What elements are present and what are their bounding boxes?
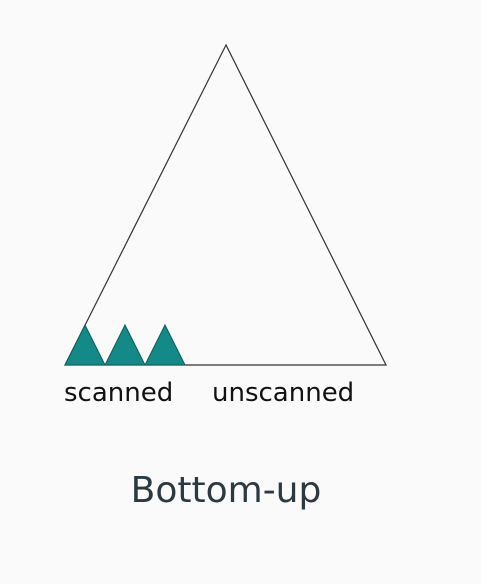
scanned-subtree-triangle	[144, 323, 186, 366]
scanned-subtree-triangle	[64, 323, 106, 366]
unscanned-label: unscanned	[212, 378, 355, 408]
diagram-caption: Bottom-up	[130, 470, 322, 511]
scanned-subtree-triangle	[104, 323, 146, 366]
scanned-subtrees	[64, 323, 186, 366]
large-tree-triangle	[64, 43, 387, 366]
scanned-label: scanned	[64, 378, 174, 408]
